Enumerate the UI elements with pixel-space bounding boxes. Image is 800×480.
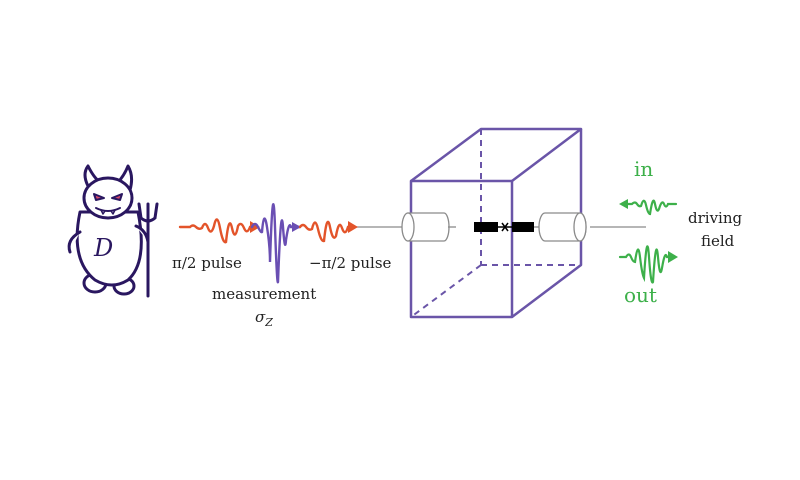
pi-half-pulse-label: π/2 pulse xyxy=(172,254,242,272)
connector-right-icon xyxy=(534,212,587,242)
in-pulse-arrow xyxy=(619,199,628,209)
pi-half-pulse-arrow xyxy=(250,221,260,233)
out-pulse-wave xyxy=(618,245,674,284)
neg-pi-half-pulse-arrow xyxy=(348,221,358,233)
cavity-hidden-edges xyxy=(410,129,581,318)
measurement-pulse-arrow xyxy=(292,222,301,232)
neg-pi-half-pulse-wave xyxy=(298,220,354,243)
pitchfork-icon xyxy=(137,202,159,298)
in-label: in xyxy=(634,157,653,181)
field-label: field xyxy=(701,232,735,250)
demon-letter: D xyxy=(93,234,113,262)
sigma-subscript: Z xyxy=(264,316,273,329)
connector-left-icon xyxy=(401,212,456,242)
sigma-symbol: σ xyxy=(255,308,266,326)
out-pulse-arrow xyxy=(668,251,678,263)
sigma-label: σZ xyxy=(255,308,273,329)
measurement-pulse-wave xyxy=(250,203,302,284)
out-label: out xyxy=(624,283,657,307)
driving-label: driving xyxy=(688,209,743,227)
in-pulse-wave xyxy=(624,199,678,216)
neg-pi-half-pulse-label: −π/2 pulse xyxy=(309,254,392,272)
demon-icon xyxy=(67,164,150,296)
pi-half-pulse-wave xyxy=(178,218,258,244)
qubit-junction-icon xyxy=(474,222,534,232)
measurement-label: measurement xyxy=(212,285,316,303)
